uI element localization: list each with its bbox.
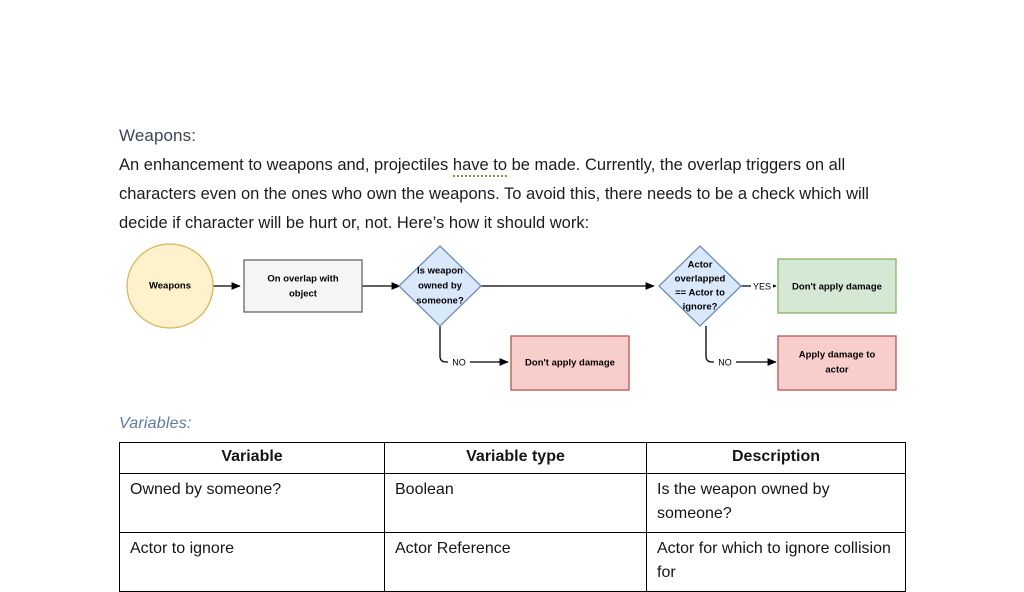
no-label-backdrop-2 [714,352,736,372]
table-cell-description: Is the weapon owned by someone? [646,473,906,533]
flow-node-dont-apply-damage-green[interactable] [777,258,897,314]
variables-table: Variable Variable type Description Owned… [119,442,906,592]
table-header-row: Variable Variable type Description [119,442,906,474]
edge-decision1-no-to-no-damage [439,326,509,366]
table-col-header-variable-type: Variable type [384,442,647,474]
paragraph-text-part1: An enhancement to weapons and, projectil… [119,156,453,174]
intro-paragraph: An enhancement to weapons and, projectil… [119,151,909,238]
paragraph-text-part2: be made. Currently, the overlap triggers… [119,156,869,232]
flow-node-apply-damage-to-actor[interactable] [777,335,897,391]
edge-label-no-1: NO [452,357,466,367]
table-cell-variable: Owned by someone? [119,473,385,533]
edge-label-no-2: NO [718,357,732,367]
yes-label-backdrop [751,276,773,296]
table-col-header-description: Description [646,442,906,474]
table-cell-description: Actor for which to ignore collision for [646,532,906,592]
variables-heading: Variables: [119,415,192,432]
edge-decision2-no-to-apply-damage [705,326,777,366]
flow-node-decision-is-weapon-owned[interactable] [398,245,482,327]
table-row: Owned by someone? Boolean Is the weapon … [119,473,906,533]
grammar-flagged-phrase[interactable]: have to [452,156,508,177]
no-label-backdrop-1 [448,352,470,372]
page-title: Weapons: [119,126,197,145]
table-cell-variable-type: Boolean [384,473,647,533]
flow-node-start-weapons[interactable] [126,243,214,329]
edge-label-yes: YES [753,281,771,291]
flow-node-decision-actor-overlapped[interactable] [658,245,742,327]
flow-node-on-overlap[interactable] [243,259,363,313]
document-body: Weapons: An enhancement to weapons and, … [119,122,909,238]
table-cell-variable: Actor to ignore [119,532,385,592]
flow-node-dont-apply-damage-red[interactable] [510,335,630,391]
table-cell-variable-type: Actor Reference [384,532,647,592]
table-col-header-variable: Variable [119,442,385,474]
table-row: Actor to ignore Actor Reference Actor fo… [119,532,906,592]
